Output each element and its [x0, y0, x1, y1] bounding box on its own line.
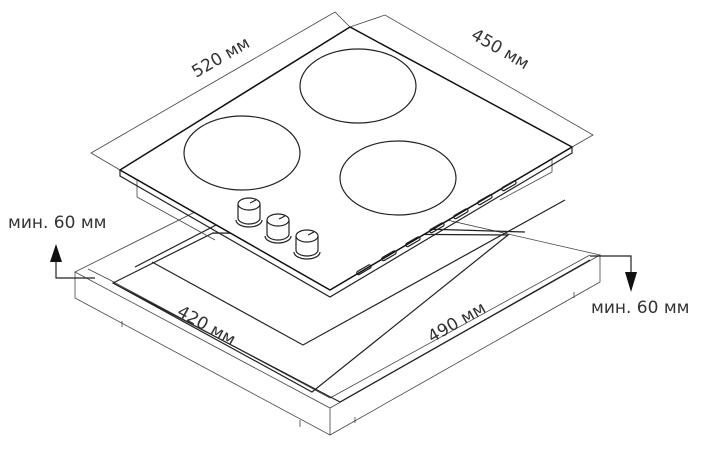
label-clearance-side: мин. 60 мм — [591, 298, 689, 318]
clearance-side-leader — [590, 255, 632, 272]
burner-front-right — [339, 140, 457, 216]
clearance-side — [590, 255, 637, 292]
cutout-inner-floor — [151, 199, 566, 346]
clearance-back — [50, 244, 95, 279]
dimension-lines — [90, 11, 594, 171]
hob-glass-edge — [119, 147, 573, 298]
label-clearance-back: мин. 60 мм — [8, 213, 106, 233]
burner-back — [299, 48, 417, 124]
label-hob-width: 520 мм — [189, 33, 254, 82]
vent-slots — [356, 180, 517, 276]
clearance-back-leader — [55, 262, 95, 279]
knob-1 — [235, 197, 263, 228]
dim-line-520 — [90, 11, 351, 171]
hob — [118, 26, 574, 298]
arrow-up-icon — [50, 244, 62, 262]
cutout-right-edge — [339, 259, 591, 403]
knob-2 — [264, 213, 292, 244]
knob-3 — [293, 229, 321, 260]
label-cutout-depth: 420 мм — [174, 302, 239, 350]
hob-underbody-right — [499, 158, 553, 201]
cutout-front-edge — [112, 282, 341, 403]
label-hob-depth: 450 мм — [468, 25, 533, 74]
countertop-front-edge — [74, 272, 331, 436]
burner-front-left — [183, 115, 301, 191]
hob-glass-top — [118, 26, 574, 291]
cutout-outer — [111, 232, 510, 393]
dim-line-450 — [349, 14, 594, 148]
countertop-side-edge — [329, 255, 601, 436]
arrow-down-icon — [625, 272, 637, 292]
